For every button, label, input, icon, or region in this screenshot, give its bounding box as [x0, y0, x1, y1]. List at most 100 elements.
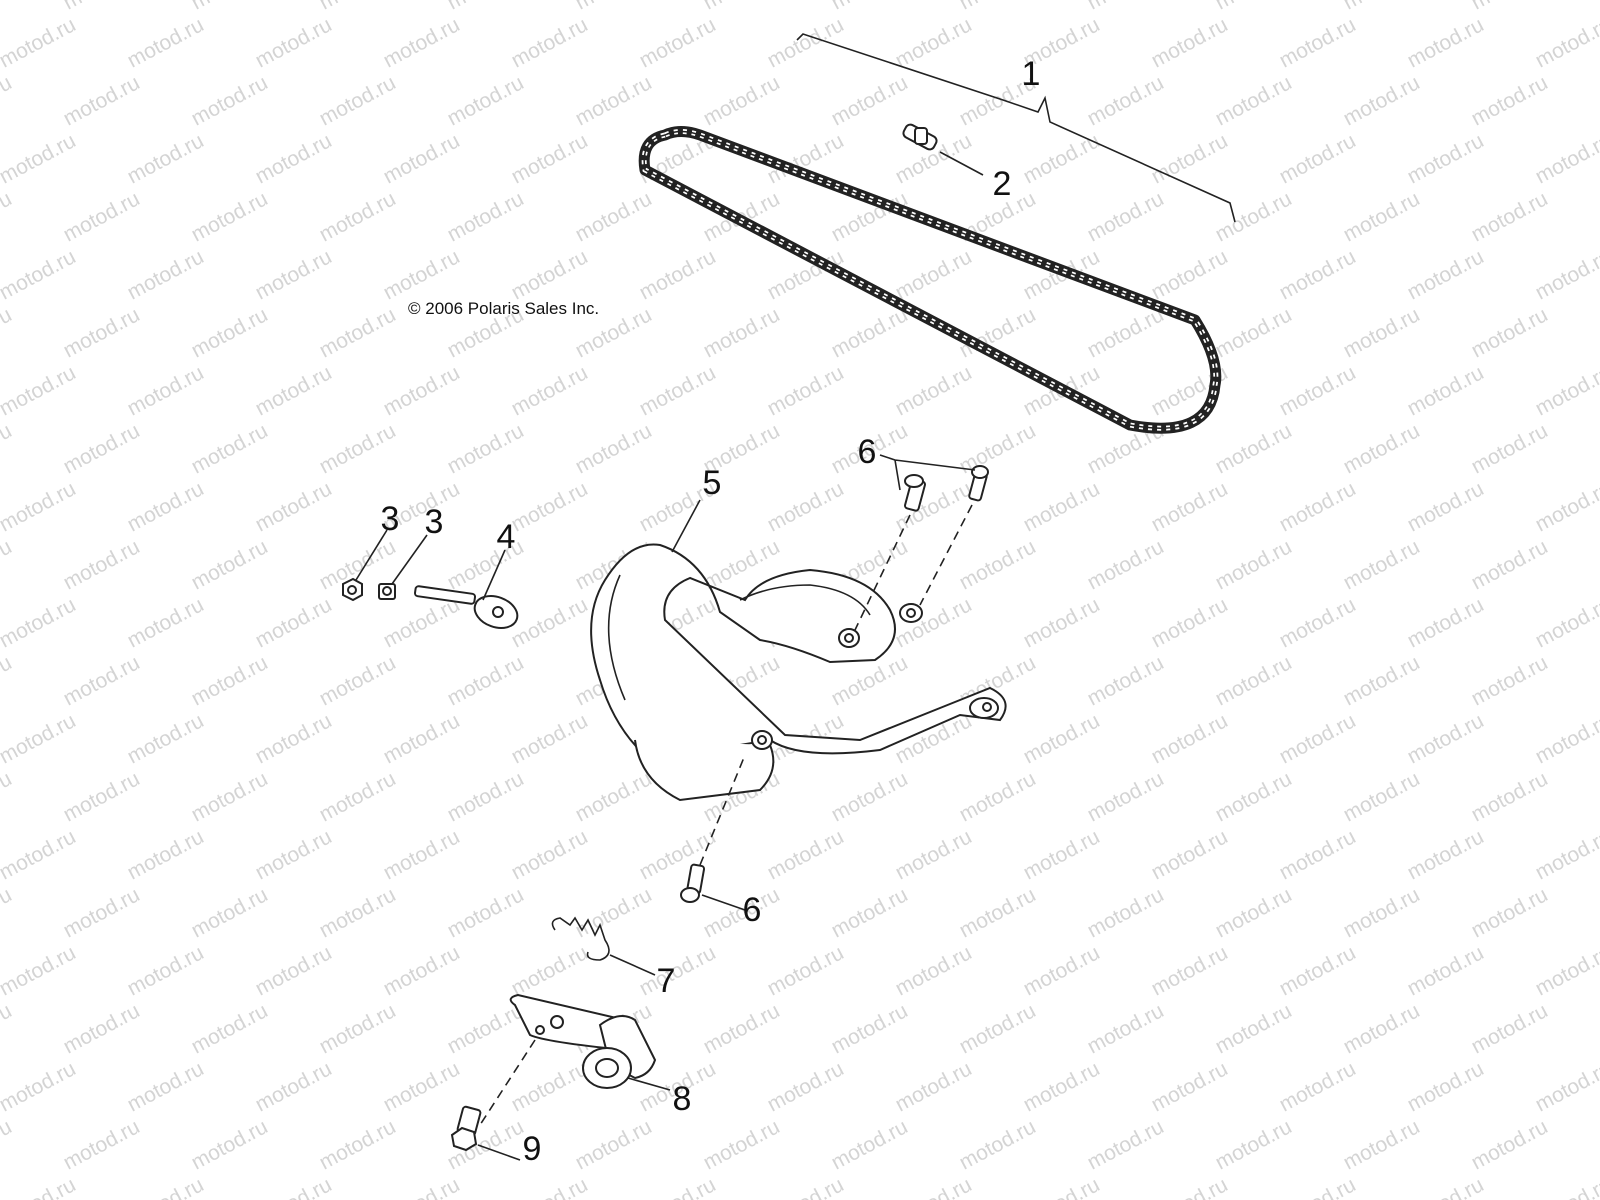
watermark-text: motod.ru	[1404, 593, 1488, 652]
watermark-text: motod.ru	[956, 1115, 1040, 1174]
watermark-text: motod.ru	[380, 361, 464, 420]
watermark-text: motod.ru	[1532, 1057, 1600, 1116]
watermark-text: motod.ru	[60, 419, 144, 478]
watermark-text: motod.ru	[1468, 71, 1552, 130]
watermark-text: motod.ru	[124, 709, 208, 768]
watermark-text: motod.ru	[572, 1115, 656, 1174]
watermark-text: motod.ru	[636, 825, 720, 884]
watermark-text: motod.ru	[892, 941, 976, 1000]
callout-6-upper: 6	[858, 433, 877, 471]
watermark-text: motod.ru	[380, 941, 464, 1000]
watermark-text: motod.ru	[188, 71, 272, 130]
watermark-text: motod.ru	[828, 767, 912, 826]
watermark-text: motod.ru	[1148, 709, 1232, 768]
watermark-text: motod.ru	[1404, 13, 1488, 72]
watermark-text: motod.ru	[1404, 1057, 1488, 1116]
watermark-text: motod.ru	[60, 1115, 144, 1174]
watermark-text: motod.ru	[1084, 71, 1168, 130]
watermark-text: motod.ru	[60, 883, 144, 942]
watermark-text: motod.ru	[1020, 477, 1104, 536]
watermark-text: motod.ru	[1276, 709, 1360, 768]
watermark-text: motod.ru	[188, 883, 272, 942]
watermark-text: motod.ru	[828, 883, 912, 942]
watermark-text: motod.ru	[572, 767, 656, 826]
watermark-text: motod.ru	[252, 709, 336, 768]
watermark-text: motod.ru	[700, 0, 784, 14]
watermark-text: motod.ru	[380, 129, 464, 188]
watermark-text: motod.ru	[444, 0, 528, 14]
watermark-text: motod.ru	[1212, 0, 1296, 14]
watermark-text: motod.ru	[1148, 825, 1232, 884]
watermark-text: motod.ru	[572, 187, 656, 246]
watermark-text: motod.ru	[380, 709, 464, 768]
watermark-text: motod.ru	[1148, 1173, 1232, 1200]
watermark-text: motod.ru	[1020, 709, 1104, 768]
watermark-text: motod.ru	[1340, 883, 1424, 942]
watermark-text: motod.ru	[508, 709, 592, 768]
watermark-text: motod.ru	[1020, 1173, 1104, 1200]
watermark-text: motod.ru	[124, 245, 208, 304]
watermark-text: motod.ru	[572, 419, 656, 478]
master-link-part	[902, 123, 984, 176]
watermark-text: motod.ru	[1468, 303, 1552, 362]
watermark-text: motod.ru	[1596, 187, 1600, 246]
watermark-text: motod.ru	[892, 245, 976, 304]
watermark-text: motod.ru	[0, 709, 80, 768]
watermark-text: motod.ru	[1596, 1115, 1600, 1174]
watermark-text: motod.ru	[380, 825, 464, 884]
watermark-text: motod.ru	[316, 883, 400, 942]
watermark-text: motod.ru	[764, 361, 848, 420]
watermark-text: motod.ru	[1532, 593, 1600, 652]
watermark-text: motod.ru	[828, 1115, 912, 1174]
watermark-text: motod.ru	[444, 187, 528, 246]
watermark-text: motod.ru	[1532, 361, 1600, 420]
watermark-text: motod.ru	[1468, 0, 1552, 14]
callout-6-lower: 6	[743, 891, 762, 929]
watermark-text: motod.ru	[636, 941, 720, 1000]
watermark-text: motod.ru	[444, 883, 528, 942]
bolt-6-upper-left	[854, 474, 926, 631]
watermark-text: motod.ru	[124, 593, 208, 652]
watermark-text: motod.ru	[380, 245, 464, 304]
watermark-text: motod.ru	[0, 13, 80, 72]
watermark-text: motod.ru	[1276, 129, 1360, 188]
watermark-text: motod.ru	[60, 767, 144, 826]
watermark-text: motod.ru	[252, 477, 336, 536]
callout-6a-leader	[879, 454, 976, 491]
watermark-text: motod.ru	[0, 477, 80, 536]
watermark-text: motod.ru	[1084, 999, 1168, 1058]
watermark-text: motod.ru	[1276, 825, 1360, 884]
watermark-text: motod.ru	[60, 0, 144, 14]
watermark-text: motod.ru	[0, 535, 16, 594]
callout-3-right: 3	[425, 503, 444, 541]
watermark-text: motod.ru	[1596, 419, 1600, 478]
watermark-text: motod.ru	[1596, 71, 1600, 130]
watermark-text: motod.ru	[0, 883, 16, 942]
spring-part	[551, 916, 656, 976]
watermark-text: motod.ru	[1020, 1057, 1104, 1116]
watermark-text: motod.ru	[1212, 651, 1296, 710]
watermark-text: motod.ru	[1596, 0, 1600, 14]
watermark-text: motod.ru	[380, 13, 464, 72]
watermark-text: motod.ru	[1340, 767, 1424, 826]
watermark-text: motod.ru	[1596, 999, 1600, 1058]
watermark-text: motod.ru	[1212, 303, 1296, 362]
watermark-text: motod.ru	[1212, 535, 1296, 594]
watermark-text: motod.ru	[572, 71, 656, 130]
watermark-text: motod.ru	[700, 999, 784, 1058]
watermark-text: motod.ru	[252, 825, 336, 884]
watermark-text: motod.ru	[124, 941, 208, 1000]
watermark-text: motod.ru	[892, 361, 976, 420]
watermark-text: motod.ru	[1148, 1057, 1232, 1116]
watermark-text: motod.ru	[1340, 999, 1424, 1058]
watermark-text: motod.ru	[1532, 825, 1600, 884]
watermark-text: motod.ru	[380, 1057, 464, 1116]
watermark-text: motod.ru	[0, 651, 16, 710]
watermark-text: motod.ru	[764, 13, 848, 72]
watermark-text: motod.ru	[508, 361, 592, 420]
watermark-text: motod.ru	[1212, 187, 1296, 246]
watermark-text: motod.ru	[1468, 767, 1552, 826]
watermark-text: motod.ru	[956, 0, 1040, 14]
watermark-text: motod.ru	[60, 71, 144, 130]
